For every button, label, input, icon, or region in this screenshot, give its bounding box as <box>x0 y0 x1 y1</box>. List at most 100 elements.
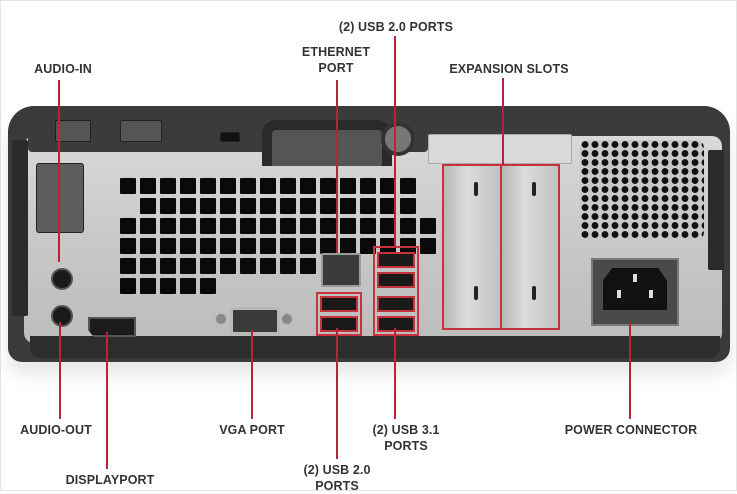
thumbscrew <box>381 122 415 156</box>
vent-hole <box>360 218 376 234</box>
vent-hole <box>380 198 396 214</box>
handle <box>262 120 392 166</box>
vent-hole <box>260 178 276 194</box>
vent-hole <box>320 198 336 214</box>
leader-line-usb20-bottom <box>336 328 338 459</box>
vent-hole <box>420 238 436 254</box>
vent-hole <box>240 258 256 274</box>
vent-hole <box>400 198 416 214</box>
vent-hole <box>340 178 356 194</box>
vent-hole <box>280 258 296 274</box>
vent-hole <box>280 238 296 254</box>
top-tab-left <box>55 120 91 142</box>
vent-hole <box>300 178 316 194</box>
leader-line-expansion-slots <box>502 78 504 165</box>
vent-hole <box>360 238 376 254</box>
expansion-slot-1 <box>442 164 502 330</box>
left-side-rail <box>12 140 28 316</box>
vent-hole <box>180 278 196 294</box>
label-audio-out: AUDIO-OUT <box>20 422 92 438</box>
vent-hole <box>220 218 236 234</box>
label-line: PORTS <box>315 479 359 493</box>
lock-slot <box>220 132 240 142</box>
vent-hole <box>260 238 276 254</box>
vent-hole <box>120 258 136 274</box>
vent-hole <box>220 258 236 274</box>
audio-cover <box>36 163 84 233</box>
vent-hole <box>340 198 356 214</box>
leader-line-power-connector <box>629 322 631 419</box>
vent-hole <box>400 178 416 194</box>
vent-hole <box>140 198 156 214</box>
vent-hole <box>300 258 316 274</box>
vent-hole <box>120 238 136 254</box>
vent-hole <box>280 198 296 214</box>
vent-hole <box>160 258 176 274</box>
vent-hole <box>220 238 236 254</box>
vent-hole <box>380 178 396 194</box>
usb20-bottom-port-2 <box>320 316 358 332</box>
vent-hole <box>160 178 176 194</box>
vent-hole <box>120 178 136 194</box>
vent-hole <box>320 218 336 234</box>
vent-hole <box>140 258 156 274</box>
usb31-port-1 <box>377 296 415 312</box>
label-power-connector: POWER CONNECTOR <box>565 422 698 438</box>
vent-hole <box>260 198 276 214</box>
usb-group-left <box>316 292 362 336</box>
leader-line-audio-in <box>58 80 60 262</box>
label-line: VGA PORT <box>219 423 285 437</box>
vent-hole <box>280 218 296 234</box>
vent-hole <box>200 218 216 234</box>
usb20-port-1 <box>377 252 415 268</box>
label-line: AUDIO-OUT <box>20 423 92 437</box>
vent-hole <box>180 218 196 234</box>
vent-hole <box>280 178 296 194</box>
vent-hole <box>260 218 276 234</box>
leader-line-usb31 <box>394 328 396 419</box>
expansion-bracket <box>428 134 572 164</box>
vent-hole <box>180 258 196 274</box>
label-usb20-top: (2) USB 2.0 PORTS <box>339 19 453 35</box>
label-line: DISPLAYPORT <box>65 473 155 487</box>
label-line: POWER CONNECTOR <box>564 423 698 437</box>
audio-out-jack <box>51 305 73 327</box>
power-connector-socket <box>591 258 679 326</box>
vent-hole <box>120 218 136 234</box>
vent-hole <box>160 218 176 234</box>
top-tab-right <box>120 120 162 142</box>
vent-hole <box>320 178 336 194</box>
vent-hole <box>180 238 196 254</box>
vent-hole <box>300 198 316 214</box>
ethernet-connector <box>321 253 361 287</box>
label-line: (2) USB 2.0 <box>303 463 371 477</box>
label-line: (2) USB 3.1 <box>372 423 440 437</box>
vent-hole <box>180 198 196 214</box>
bottom-foot-bar <box>30 336 720 358</box>
vent-hole <box>340 218 356 234</box>
vent-hole <box>360 178 376 194</box>
leader-line-displayport <box>106 332 108 469</box>
vent-hole <box>160 238 176 254</box>
vent-hole <box>360 198 376 214</box>
vent-hole <box>180 178 196 194</box>
leader-line-audio-out <box>59 322 61 419</box>
vent-hole <box>200 198 216 214</box>
vent-hole <box>260 258 276 274</box>
psu-fan-grille <box>580 140 704 240</box>
displayport-connector <box>88 317 136 337</box>
label-displayport: DISPLAYPORT <box>66 472 155 488</box>
vent-hole <box>120 278 136 294</box>
leader-line-vga-port <box>251 330 253 419</box>
vent-hole <box>300 238 316 254</box>
vent-hole <box>340 238 356 254</box>
vent-hole <box>200 278 216 294</box>
label-line: EXPANSION SLOTS <box>449 62 569 76</box>
vga-screw-left <box>214 312 228 326</box>
vga-connector <box>230 307 280 335</box>
vent-hole <box>140 218 156 234</box>
label-line: AUDIO-IN <box>34 62 92 76</box>
